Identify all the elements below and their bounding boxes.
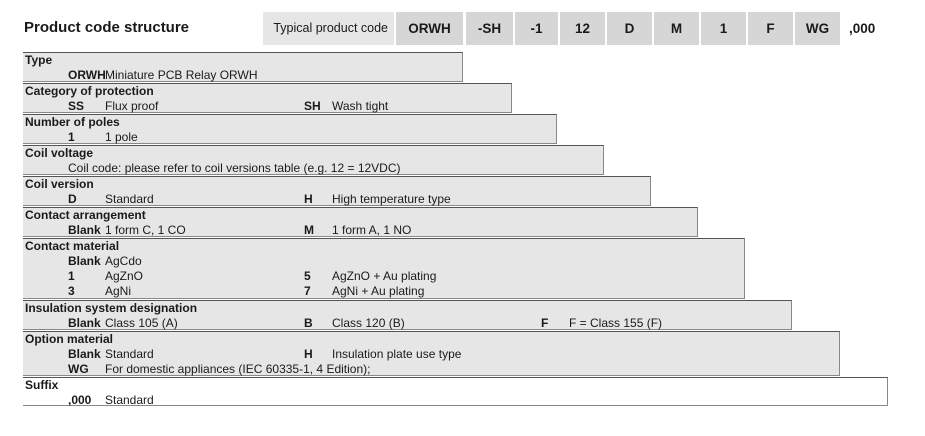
code-segment: -SH <box>466 12 513 45</box>
option-description: Standard <box>105 347 154 361</box>
option-description: AgCdo <box>105 254 142 268</box>
option-description: AgNi <box>105 284 132 298</box>
option-code: ,000 <box>68 393 92 407</box>
option-description: AgNi + Au plating <box>332 284 425 298</box>
option-description: Flux proof <box>105 99 159 113</box>
page-title: Product code structure <box>24 19 190 36</box>
option-description: 1 form A, 1 NO <box>332 223 412 237</box>
code-segment: D <box>607 12 652 45</box>
code-segment: 12 <box>560 12 605 45</box>
option-code: ORWH <box>68 68 106 82</box>
option-description: AgZnO + Au plating <box>332 269 437 283</box>
option-description: Coil code: please refer to coil versions… <box>68 161 401 175</box>
option-code: Blank <box>68 316 101 330</box>
option-code: Blank <box>68 254 101 268</box>
code-segment: ,000 <box>843 12 893 45</box>
code-section: Suffix ,000 Standard <box>23 377 888 407</box>
option-code: H <box>304 192 313 206</box>
option-description: 1 form C, 1 CO <box>105 223 186 237</box>
section-title: Option material <box>25 332 114 346</box>
option-description: Class 105 (A) <box>105 316 178 330</box>
code-segment: WG <box>795 12 840 45</box>
code-segment: 1 <box>701 12 746 45</box>
option-description: For domestic appliances (IEC 60335-1, 4 … <box>105 362 371 376</box>
option-description: Miniature PCB Relay ORWH <box>105 68 258 82</box>
option-code: 3 <box>68 284 75 298</box>
code-segment: -1 <box>515 12 558 45</box>
code-segment: M <box>654 12 699 45</box>
section-title: Coil voltage <box>25 146 94 160</box>
option-description: Wash tight <box>332 99 389 113</box>
section-title: Contact arrangement <box>25 208 146 222</box>
section-title: Suffix <box>25 378 59 392</box>
code-segment: ORWH <box>396 12 463 45</box>
option-description: F = Class 155 (F) <box>569 316 663 330</box>
section-title: Insulation system designation <box>25 301 198 315</box>
option-description: 1 pole <box>105 130 138 144</box>
section-title: Category of protection <box>25 84 154 98</box>
section-title: Coil version <box>25 177 94 191</box>
option-description: Standard <box>105 393 154 407</box>
option-description: High temperature type <box>332 192 451 206</box>
option-code: Blank <box>68 223 101 237</box>
option-code: H <box>304 347 313 361</box>
option-code: 1 <box>68 269 75 283</box>
section-title: Number of poles <box>25 115 120 129</box>
option-description: Standard <box>105 192 154 206</box>
section-title: Type <box>25 53 53 67</box>
option-code: Blank <box>68 347 101 361</box>
option-code: 7 <box>304 284 311 298</box>
option-code: WG <box>68 362 89 376</box>
code-segment: F <box>748 12 793 45</box>
option-description: Class 120 (B) <box>332 316 405 330</box>
option-code: SS <box>68 99 85 113</box>
option-code: M <box>304 223 314 237</box>
option-description: Insulation plate use type <box>332 347 462 361</box>
section-title: Contact material <box>25 239 120 253</box>
option-code: 5 <box>304 269 311 283</box>
option-description: AgZnO <box>105 269 144 283</box>
option-code: D <box>68 192 77 206</box>
typical-code-label: Typical product code <box>263 12 394 45</box>
option-code: SH <box>304 99 321 113</box>
option-code: 1 <box>68 130 75 144</box>
option-code: F <box>541 316 549 330</box>
option-code: B <box>304 316 313 330</box>
